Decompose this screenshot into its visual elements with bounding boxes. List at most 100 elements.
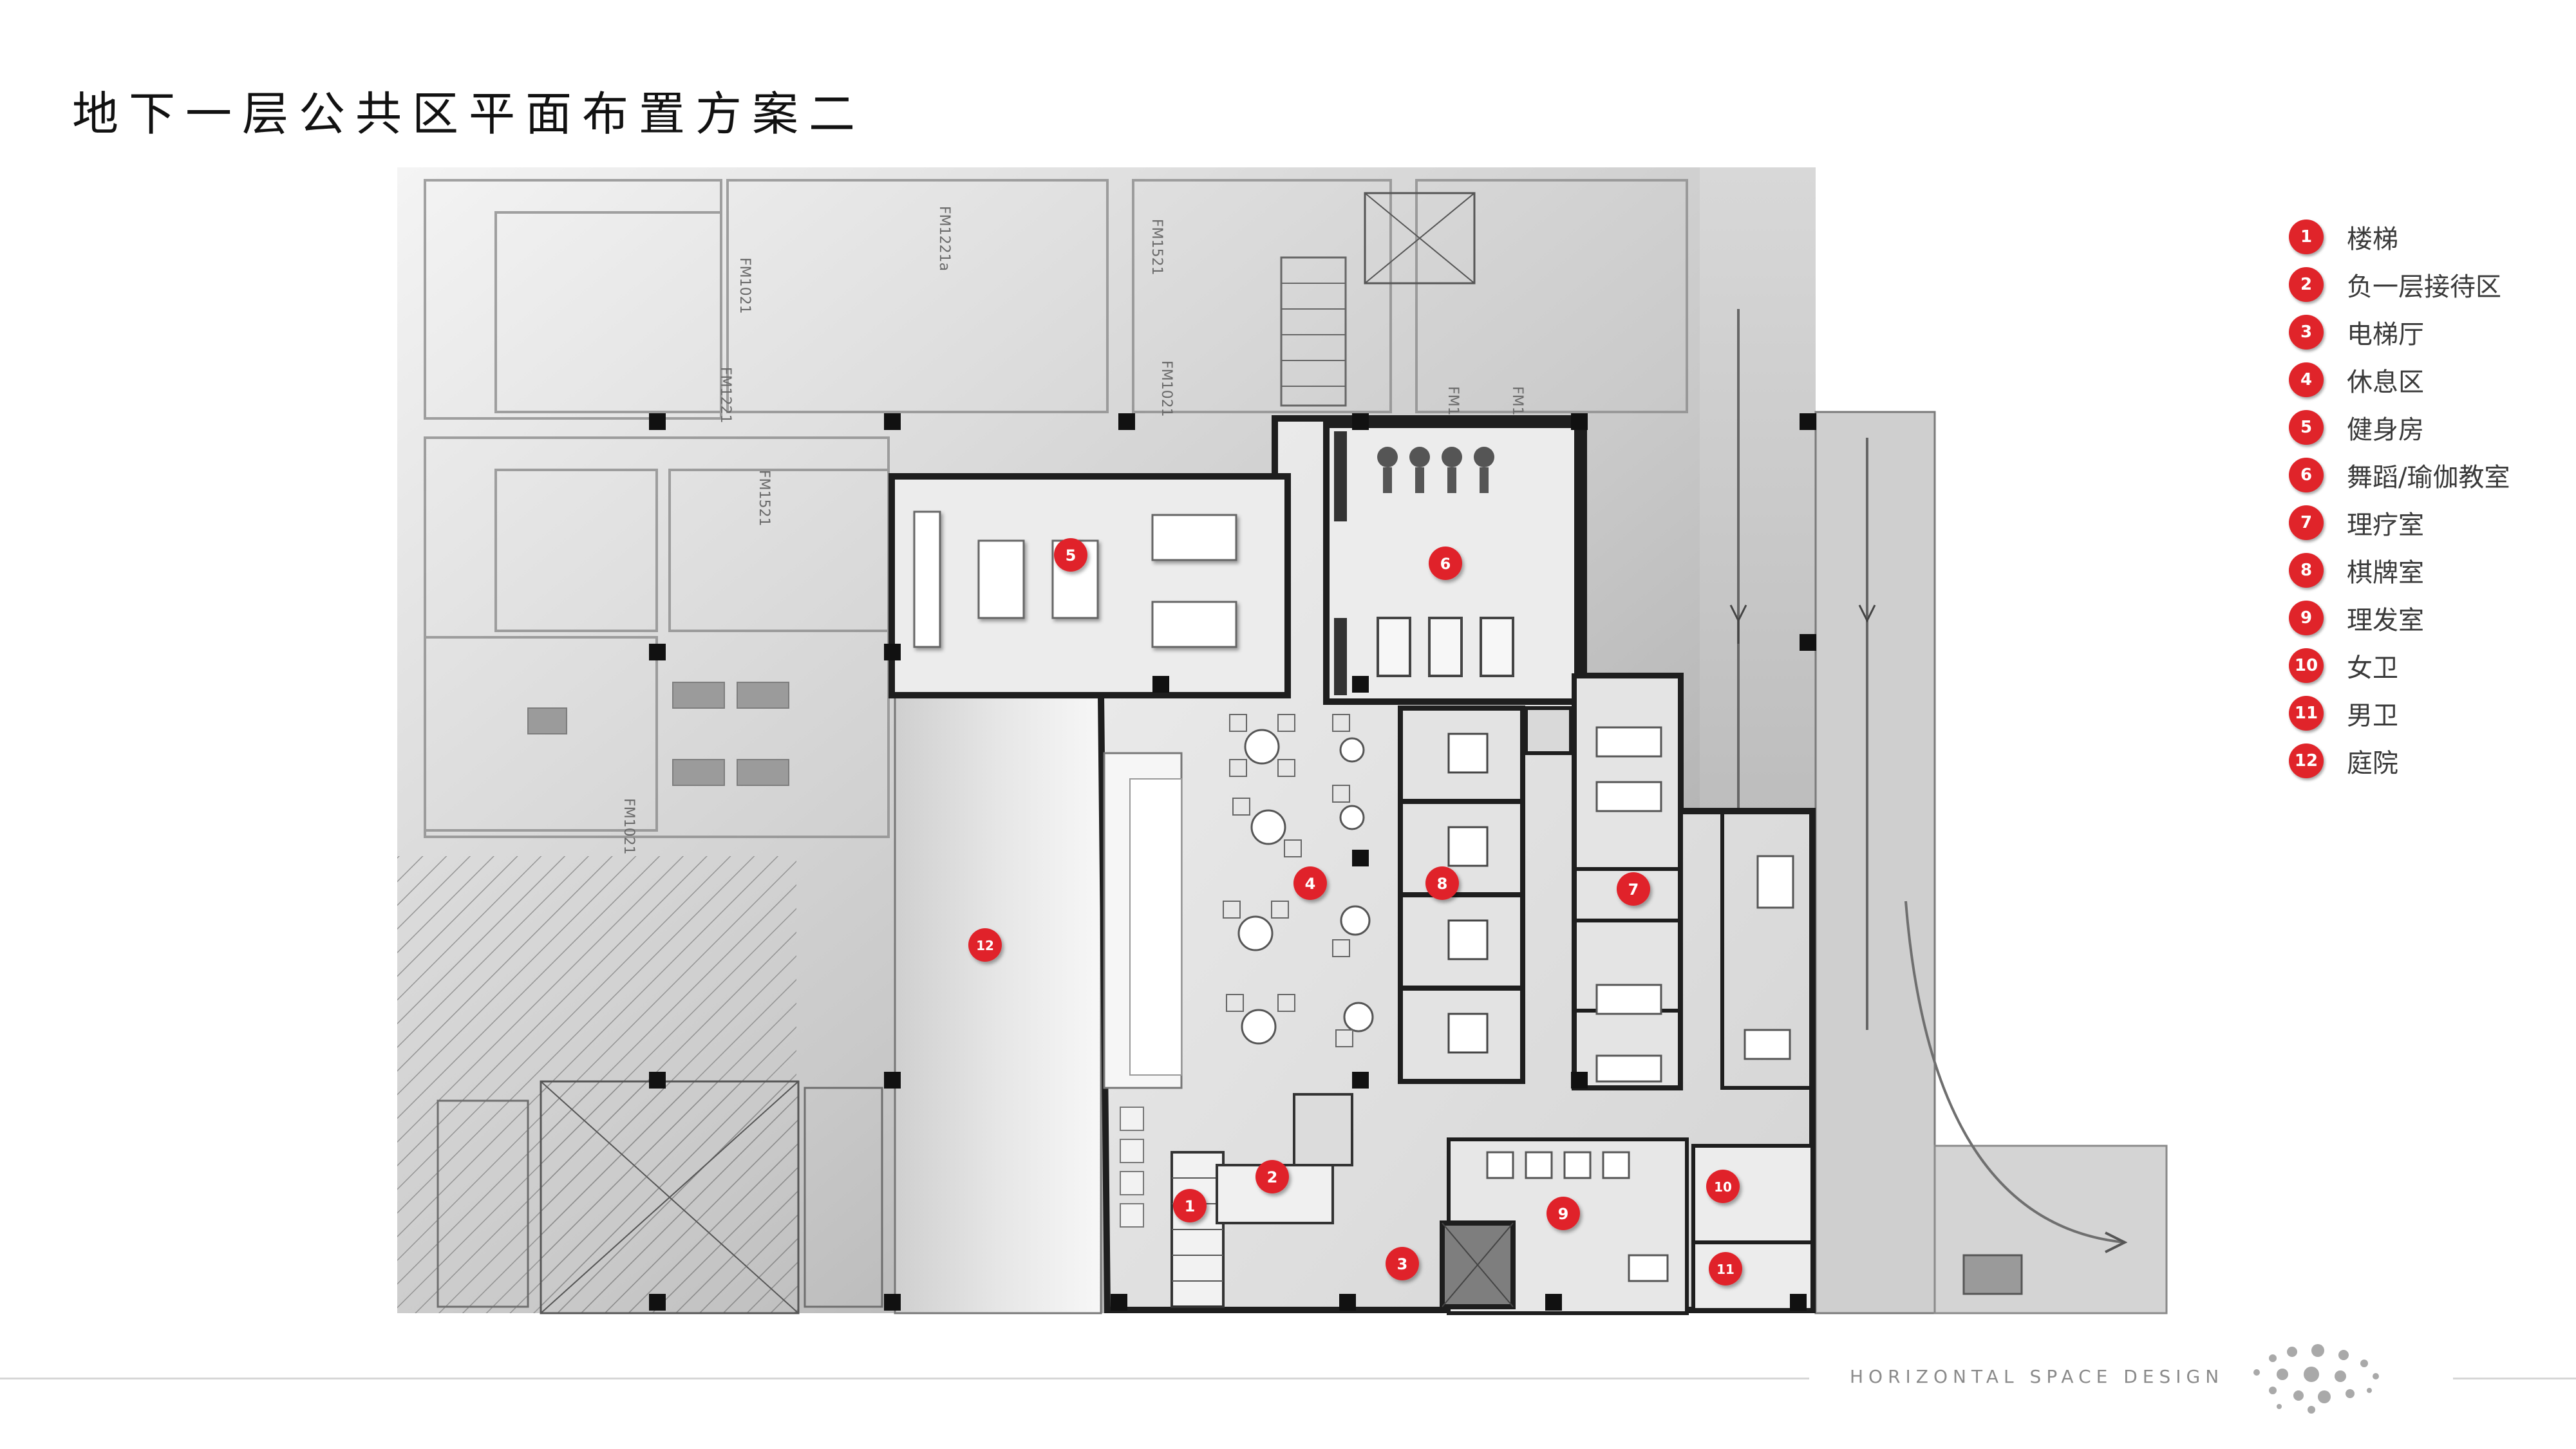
treadmills <box>1377 617 1514 677</box>
room-badges: 1 2 3 4 5 6 7 8 9 10 11 12 <box>968 538 1742 1285</box>
legend-badge: 12 <box>2289 743 2324 778</box>
badge-courtyard <box>968 928 1002 962</box>
badge-elevator <box>1386 1247 1419 1280</box>
badge-dance <box>1429 547 1462 580</box>
columns <box>649 413 1816 1311</box>
legend-badge: 8 <box>2289 553 2324 588</box>
legend-badge: 11 <box>2289 696 2324 731</box>
exercise-bikes <box>1377 447 1494 493</box>
arrow-down-icon <box>1858 604 1876 623</box>
lounge-chairs <box>1223 714 1353 1047</box>
gym-equipment <box>913 510 1237 648</box>
door-label: FM1521 <box>756 470 772 527</box>
legend-label: 庭院 <box>2347 749 2398 778</box>
reception-desk <box>1216 1164 1334 1224</box>
legend-item: 1 楼梯 <box>2289 218 2398 256</box>
card-tables <box>1447 733 1489 1054</box>
badge-text: 5 <box>1066 547 1076 565</box>
badge-womens <box>1706 1170 1740 1203</box>
legend-badge: 3 <box>2289 315 2324 350</box>
barber-chairs <box>1486 1151 1669 1282</box>
stair-treads <box>1281 283 1346 387</box>
legend-badge: 5 <box>2289 410 2324 445</box>
legend-item: 2 负一层接待区 <box>2289 265 2501 304</box>
door-label: FM1021 <box>1158 360 1174 417</box>
footer-divider <box>2453 1378 2576 1379</box>
door-label: FM1521 <box>1149 219 1165 276</box>
badge-stair <box>1173 1189 1207 1222</box>
chess-rooms <box>1398 706 1525 1084</box>
badge-gym <box>1054 538 1087 572</box>
therapy-rooms <box>1574 809 1814 1090</box>
badge-barber <box>1547 1197 1580 1230</box>
badge-therapy <box>1617 872 1650 906</box>
brand-name: HORIZONTAL SPACE DESIGN <box>1850 1366 2224 1387</box>
legend-label: 理疗室 <box>2347 510 2424 540</box>
legend-item: 7 理疗室 <box>2289 503 2424 542</box>
legend-label: 棋牌室 <box>2347 558 2424 588</box>
legend-label: 休息区 <box>2347 368 2424 397</box>
door-label: FM1021 <box>621 798 637 855</box>
legend-item: 5 健身房 <box>2289 408 2424 447</box>
ramp-road-east <box>1814 411 1936 1314</box>
legend-badge: 10 <box>2289 648 2324 683</box>
stair-reception <box>1293 1093 1353 1166</box>
badge-text: 6 <box>1440 555 1451 573</box>
footer-divider <box>0 1378 1809 1379</box>
legend-label: 男卫 <box>2347 701 2398 731</box>
legend-item: 6 舞蹈/瑜伽教室 <box>2289 456 2510 494</box>
legend-item: 10 女卫 <box>2289 646 2398 685</box>
badge-text: 3 <box>1397 1255 1408 1273</box>
door-label: FM1021 <box>737 257 753 314</box>
stair-well-mid <box>1524 706 1573 755</box>
legend-badge: 4 <box>2289 362 2324 397</box>
badge-mens <box>1709 1252 1742 1285</box>
bench-seat <box>1129 778 1182 1076</box>
legend-item: 8 棋牌室 <box>2289 551 2424 590</box>
legend-label: 电梯厅 <box>2347 320 2424 350</box>
shaft-north <box>1364 192 1476 285</box>
legend-badge: 6 <box>2289 458 2324 492</box>
legend-item: 9 理发室 <box>2289 599 2424 637</box>
badge-text: 9 <box>1558 1205 1569 1223</box>
legend-badge: 9 <box>2289 601 2324 635</box>
courtyard <box>894 694 1102 1314</box>
brand-logo-icon <box>2253 1344 2379 1414</box>
legend-label: 舞蹈/瑜伽教室 <box>2347 463 2510 492</box>
legend-item: 12 庭院 <box>2289 742 2398 780</box>
badge-text: 12 <box>976 938 994 953</box>
legend-item: 3 电梯厅 <box>2289 313 2424 351</box>
legend-label: 女卫 <box>2347 653 2398 683</box>
legend-label: 健身房 <box>2347 415 2424 445</box>
legend-item: 11 男卫 <box>2289 694 2398 733</box>
page-title: 地下一层公共区平面布置方案二 <box>72 87 866 141</box>
badge-text: 11 <box>1716 1262 1735 1277</box>
existing-sofas <box>527 682 789 786</box>
bench-cushions <box>1120 1107 1144 1228</box>
badge-lounge <box>1293 866 1327 900</box>
badge-chess <box>1425 866 1459 900</box>
badge-text: 1 <box>1185 1197 1196 1215</box>
legend-label: 负一层接待区 <box>2347 272 2501 302</box>
door-label: FM1221a <box>936 206 952 271</box>
badge-text: 8 <box>1437 875 1448 893</box>
stair-well-north <box>1280 256 1347 407</box>
badge-text: 2 <box>1267 1168 1278 1186</box>
legend-label: 楼梯 <box>2347 225 2398 254</box>
badge-reception <box>1255 1160 1289 1193</box>
arrow-right-icon <box>2105 1231 2128 1253</box>
stair-southwest <box>437 1087 883 1308</box>
legend-badge: 7 <box>2289 505 2324 540</box>
badge-text: 7 <box>1628 881 1639 899</box>
legend-badge: 1 <box>2289 220 2324 254</box>
legend-label: 理发室 <box>2347 606 2424 635</box>
badge-text: 4 <box>1305 875 1316 893</box>
lounge-furniture <box>1237 729 1374 1045</box>
legend-badge: 2 <box>2289 267 2324 302</box>
arrow-down-icon <box>1729 604 1747 623</box>
legend-item: 4 休息区 <box>2289 360 2424 399</box>
badge-text: 10 <box>1714 1179 1732 1195</box>
therapy-beds <box>1595 726 1794 1083</box>
exit-grille <box>1962 1254 2023 1295</box>
